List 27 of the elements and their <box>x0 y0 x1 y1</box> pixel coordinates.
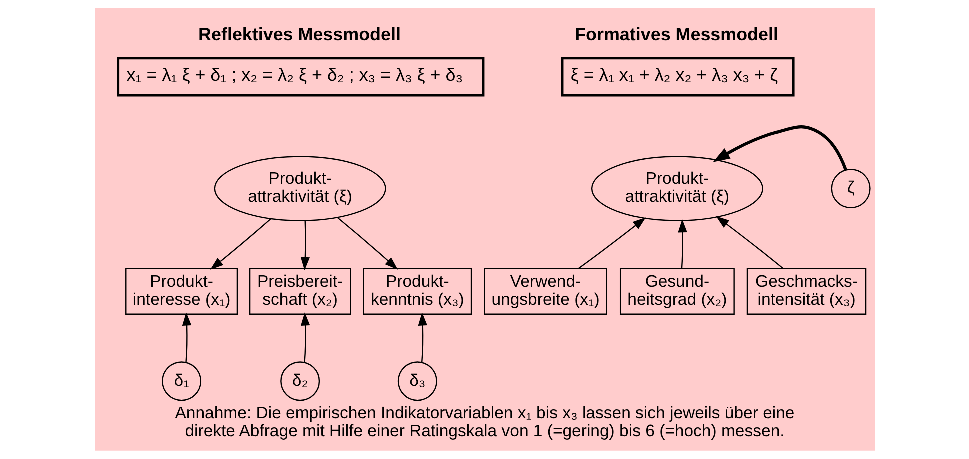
node-label: Formatives Messmodell <box>574 24 778 44</box>
arrow <box>182 312 192 362</box>
node-box: Verwend- ungsbreite (x₁) <box>484 268 607 315</box>
node-box: Preisbereit- schaft (x₂) <box>248 268 351 315</box>
node-box: Geschmacks- intensität (x₃) <box>746 268 866 315</box>
arrow <box>300 221 310 271</box>
node-box: ξ = λ₁ x₁ + λ₂ x₂ + λ₃ x₃ + ζ <box>560 57 794 97</box>
node-label: Reflektives Messmodell <box>198 24 400 44</box>
node-ellipse: Produkt- attraktivität (ξ) <box>590 156 763 222</box>
node-circle: δ₂ <box>280 362 320 402</box>
node-circle: δ₃ <box>397 362 437 402</box>
arrow <box>578 218 646 270</box>
arrow <box>418 312 428 362</box>
arrow <box>300 312 310 362</box>
node-circle: δ₁ <box>162 362 202 402</box>
caption: Annahme: Die empirischen Indikatorvariablen x₁ bis x₃ lassen sich jeweils über eine direkte Abfrage mit Hilfe einer Ratingskala von 1 (=gering) bis 6 (=hoch) messen. <box>174 404 794 441</box>
node-ellipse: Produkt- attraktivität (ξ) <box>214 156 386 222</box>
arrow <box>712 126 847 171</box>
node-circle: ζ <box>830 169 870 209</box>
arrow <box>678 219 687 269</box>
node-box: Produkt- interesse (x₁) <box>125 268 238 315</box>
node-box: Produkt- kenntnis (x₃) <box>362 268 472 315</box>
arrow <box>337 218 398 270</box>
node-box: x₁ = λ₁ ξ + δ₁ ; x₂ = λ₂ ξ + δ₂ ; x₃ = λ₃ ξ + δ₃ <box>116 57 484 97</box>
arrow <box>716 216 784 270</box>
node-box: Gesund- heitsgrad (x₂) <box>619 268 734 315</box>
arrow <box>210 218 271 270</box>
